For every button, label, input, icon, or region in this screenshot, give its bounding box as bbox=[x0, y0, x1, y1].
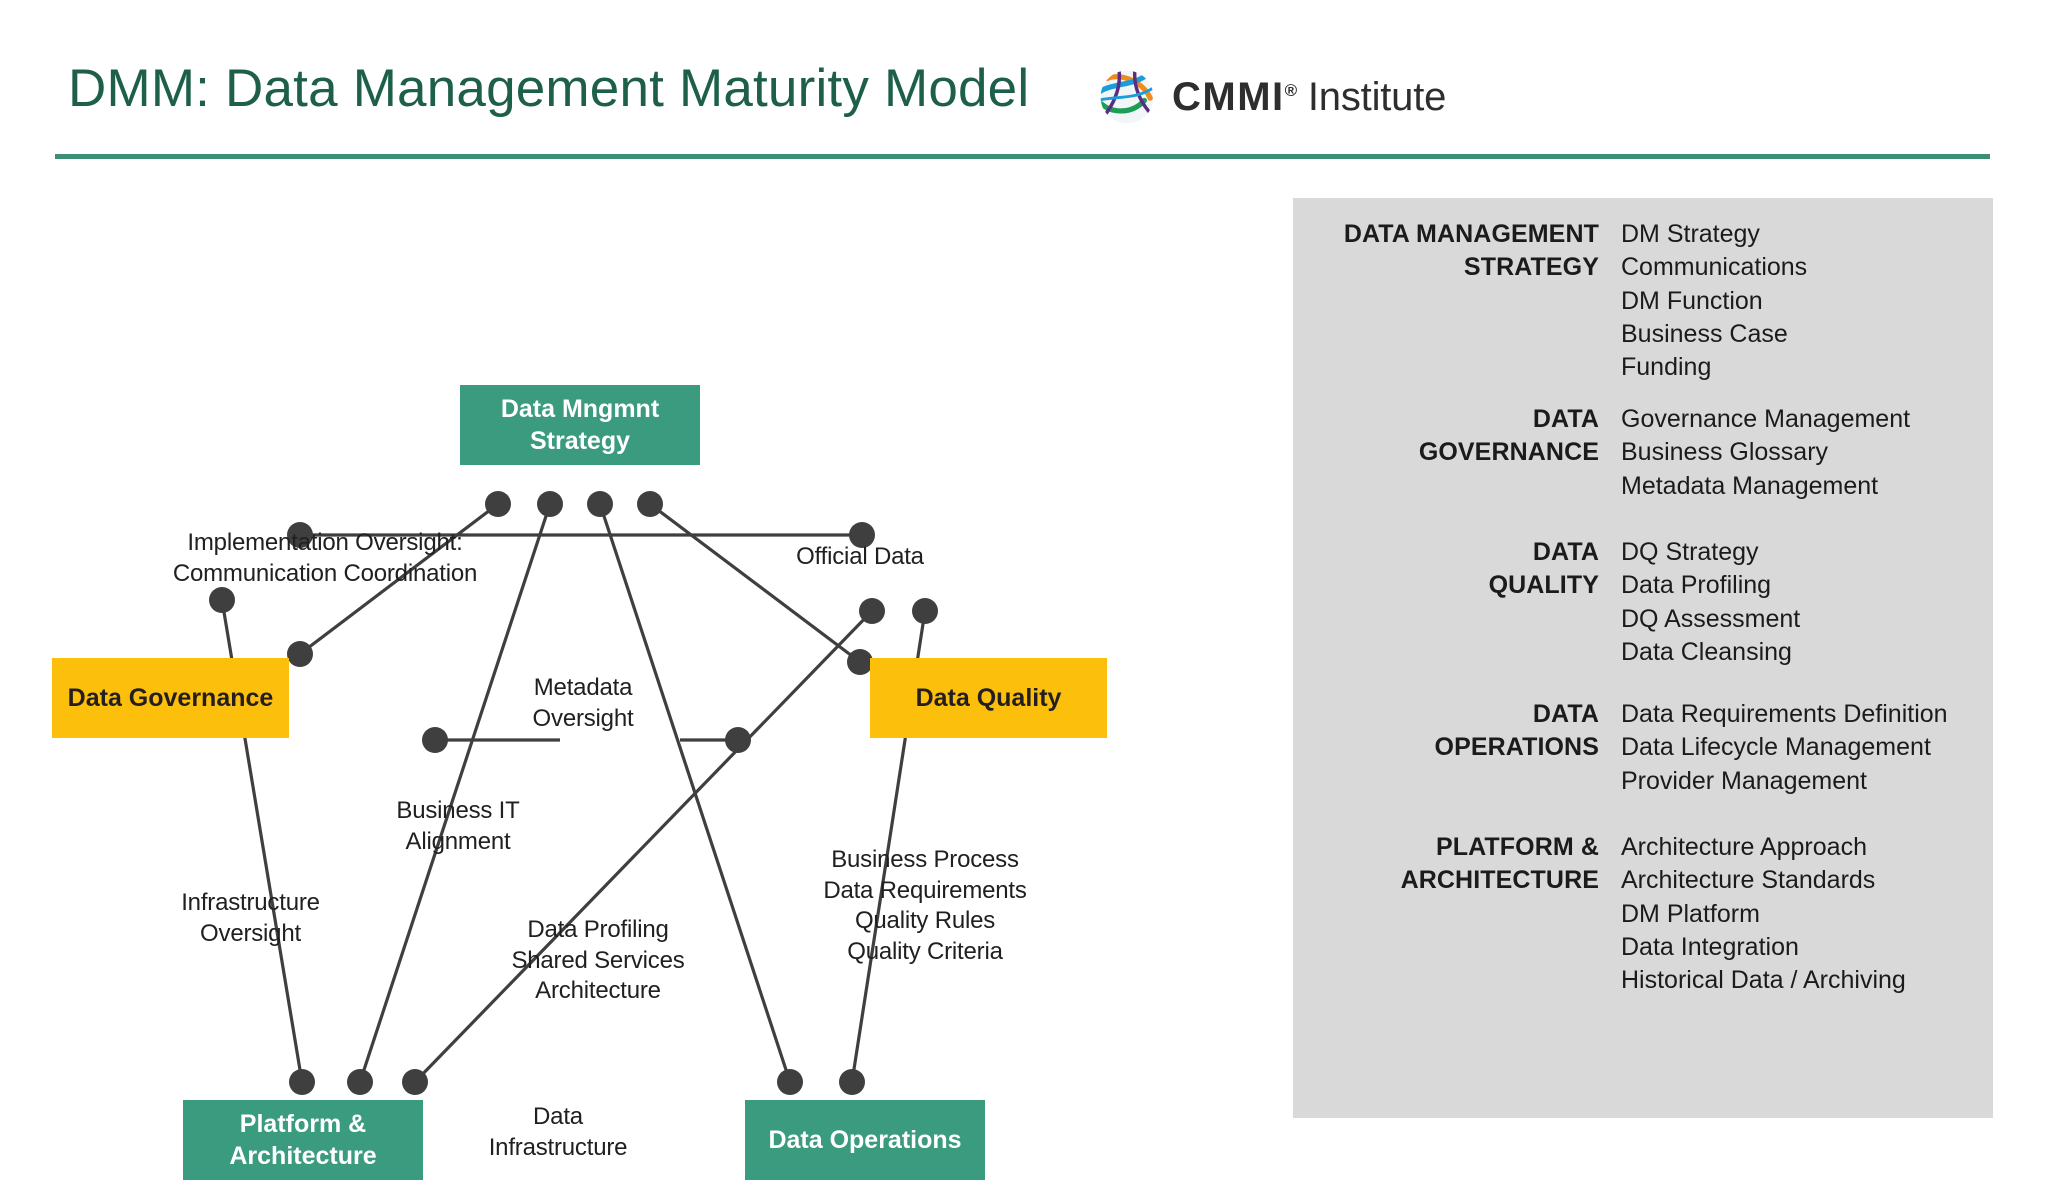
dmm-categories-panel: DATA MANAGEMENT STRATEGY DM Strategy Com… bbox=[1293, 198, 1993, 1118]
list-item: Data Cleansing bbox=[1621, 637, 1792, 666]
node-data-mngmnt-strategy[interactable]: Data Mngmnt Strategy bbox=[460, 385, 700, 465]
list-item: Architecture Approach bbox=[1621, 833, 1867, 861]
node-label: Data Quality bbox=[915, 684, 1062, 712]
node-platform-architecture[interactable]: Platform & Architecture bbox=[183, 1100, 423, 1180]
list-item: Data Requirements Definition bbox=[1621, 700, 1948, 728]
edge-label-data-profiling-shared-services-architecture: Data Profiling Shared Services Architect… bbox=[511, 916, 685, 1005]
panel-item-list: DQ Strategy Data Profiling DQ Assessment… bbox=[1621, 536, 1800, 669]
node-data-operations[interactable]: Data Operations bbox=[745, 1100, 985, 1180]
page-title: DMM: Data Management Maturity Model bbox=[68, 59, 1030, 118]
panel-item-list: Data Requirements Definition Data Lifecy… bbox=[1621, 698, 1948, 798]
edge-label-data-infrastructure: Data Infrastructure bbox=[488, 1103, 628, 1161]
panel-category-label: PLATFORM & ARCHITECTURE bbox=[1400, 833, 1599, 894]
edge-label-business-process-quality: Business Process Data Requirements Quali… bbox=[823, 846, 1027, 966]
panel-category-label: DATA GOVERNANCE bbox=[1418, 405, 1599, 466]
list-item: Business Glossary bbox=[1621, 438, 1829, 467]
panel-group-data-management-strategy: DATA MANAGEMENT STRATEGY DM Strategy Com… bbox=[1293, 218, 1993, 384]
panel-item-list: DM Strategy Communications DM Function B… bbox=[1621, 218, 1807, 384]
edge-label-infrastructure-oversight: Infrastructure Oversight bbox=[181, 889, 320, 947]
list-item: DM Function bbox=[1621, 286, 1763, 315]
panel-category-label: DATA QUALITY bbox=[1488, 538, 1599, 599]
dmm-relationship-diagram: Data Mngmnt Strategy Data Governance Dat… bbox=[0, 170, 1280, 1180]
panel-item-list: Governance Management Business Glossary … bbox=[1621, 403, 1910, 503]
brand-suffix: Institute bbox=[1307, 74, 1447, 119]
node-label: Data Governance bbox=[67, 684, 274, 712]
list-item: DQ Strategy bbox=[1621, 538, 1759, 566]
list-item: Funding bbox=[1621, 353, 1712, 381]
edge-label-official-data: Official Data bbox=[796, 543, 924, 570]
list-item: DM Platform bbox=[1621, 899, 1760, 928]
edge-label-metadata-oversight: Metadata Oversight bbox=[532, 674, 634, 732]
list-item: Business Case bbox=[1621, 319, 1788, 348]
panel-group-platform-architecture: PLATFORM & ARCHITECTURE Architecture App… bbox=[1293, 831, 1993, 997]
node-label: Data Operations bbox=[768, 1126, 962, 1154]
connector-dots bbox=[209, 491, 938, 1095]
panel-category-label: DATA OPERATIONS bbox=[1434, 700, 1599, 761]
list-item: DM Strategy bbox=[1621, 220, 1760, 248]
panel-group-data-operations: DATA OPERATIONS Data Requirements Defini… bbox=[1293, 698, 1993, 798]
registered-mark-icon: ® bbox=[1284, 80, 1298, 100]
list-item: DQ Assessment bbox=[1621, 604, 1801, 633]
panel-item-list: Architecture Approach Architecture Stand… bbox=[1621, 831, 1906, 997]
panel-category-label: DATA MANAGEMENT STRATEGY bbox=[1343, 220, 1599, 281]
edge-label-business-it-alignment: Business IT Alignment bbox=[396, 797, 520, 855]
list-item: Data Integration bbox=[1621, 932, 1799, 961]
brand-name: CMMI bbox=[1172, 74, 1285, 119]
list-item: Communications bbox=[1621, 253, 1808, 282]
list-item: Provider Management bbox=[1621, 766, 1867, 795]
list-item: Architecture Standards bbox=[1621, 866, 1876, 895]
node-data-governance[interactable]: Data Governance bbox=[52, 658, 289, 738]
title-divider bbox=[55, 154, 1990, 159]
brand-wordmark: CMMI® Institute bbox=[1172, 75, 1446, 120]
page-header: DMM: Data Management Maturity Model CMMI… bbox=[0, 0, 2048, 170]
list-item: Data Profiling bbox=[1621, 571, 1772, 600]
list-item: Metadata Management bbox=[1621, 471, 1879, 500]
list-item: Governance Management bbox=[1621, 405, 1911, 433]
cmmi-institute-logo: CMMI® Institute bbox=[1098, 68, 1446, 126]
list-item: Data Lifecycle Management bbox=[1621, 733, 1931, 762]
node-label: Platform & Architecture bbox=[229, 1110, 377, 1170]
panel-group-data-quality: DATA QUALITY DQ Strategy Data Profiling … bbox=[1293, 536, 1993, 669]
edge-label-implementation-oversight: Implementation Oversight: Communication … bbox=[172, 529, 478, 587]
cmmi-globe-icon bbox=[1098, 68, 1156, 126]
node-data-quality[interactable]: Data Quality bbox=[870, 658, 1107, 738]
node-label: Data Mngmnt Strategy bbox=[500, 395, 660, 455]
panel-group-data-governance: DATA GOVERNANCE Governance Management Bu… bbox=[1293, 403, 1993, 503]
list-item: Historical Data / Archiving bbox=[1621, 966, 1906, 994]
